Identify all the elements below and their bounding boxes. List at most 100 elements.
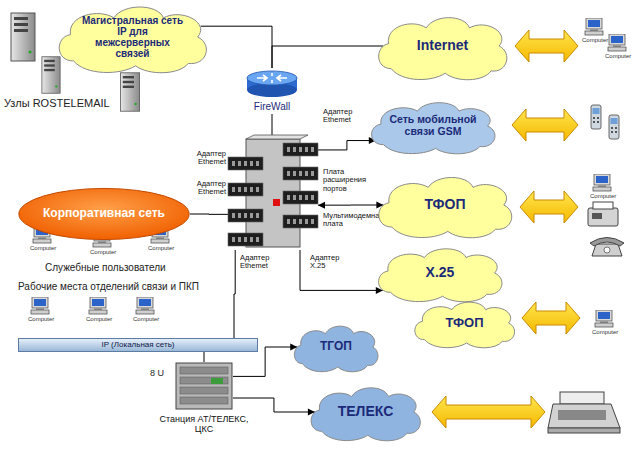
card-port	[305, 147, 308, 152]
card-port	[311, 219, 314, 224]
adapter-card	[228, 157, 263, 170]
router-top	[247, 71, 297, 85]
card-port	[244, 237, 247, 242]
card-port	[305, 171, 308, 176]
connector	[300, 250, 383, 294]
tgop-cloud: ТГОП	[292, 322, 380, 372]
card-port	[256, 237, 259, 242]
mobile-phone	[609, 115, 619, 139]
icon-caption: Computer	[133, 316, 159, 323]
adapter-card	[228, 209, 263, 222]
station-cabinet	[175, 362, 233, 410]
adapter-card	[283, 215, 318, 228]
text-frame: Корпоративная сеть	[18, 188, 190, 240]
telex-station: Станция АТ/ТЕЛЕКС, ЦКС	[175, 362, 233, 410]
cabinet-body	[176, 363, 232, 409]
card-port	[244, 213, 247, 218]
cabinet-slot	[180, 377, 228, 384]
connector-line	[318, 205, 383, 206]
node-label: Магистральная сеть IP для межсерверных с…	[80, 15, 185, 60]
card-port	[256, 161, 259, 166]
adapter-label: Адаптер Ethemet	[323, 108, 371, 125]
adapter-card	[228, 183, 263, 196]
server-tower	[120, 73, 139, 111]
card-port	[299, 219, 302, 224]
icon-caption: Computer	[605, 53, 631, 60]
connector	[234, 250, 235, 338]
chassis-top	[246, 135, 308, 139]
pstn-cloud: ТФОП	[412, 298, 517, 348]
node-label: IP (Локальная сеть)	[101, 341, 174, 350]
text-frame: ТГОП	[292, 322, 380, 372]
adapter-label: Адаптер Ethemet	[240, 254, 290, 271]
adapter-label: Адаптер X.25	[310, 254, 352, 271]
icon-caption: 8 U	[150, 368, 164, 378]
icon-caption: Computer	[28, 316, 54, 323]
node-label: ТФОП	[432, 316, 497, 331]
icon-caption: Computer	[30, 245, 56, 252]
arrowhead	[318, 202, 325, 209]
card-port	[232, 237, 235, 242]
cabinet-slot	[180, 367, 228, 374]
group-caption: Узлы ROSTELEMAIL	[4, 97, 110, 109]
fax-icon	[588, 202, 618, 226]
adapter-card	[228, 233, 263, 246]
corporate-network: Корпоративная сеть	[18, 188, 190, 240]
connector-line	[300, 250, 383, 290]
card-port	[244, 161, 247, 166]
text-frame: Сеть мобильной связи GSM	[368, 98, 498, 154]
connector	[272, 114, 273, 135]
mail-server: Адаптер EthemetАдаптер EthemetАдаптер Et…	[228, 135, 318, 250]
cloud-outline	[379, 18, 507, 80]
text-frame: ТФОП	[412, 298, 517, 348]
telephone-icon	[590, 238, 624, 257]
icon-caption: Computer	[582, 37, 608, 44]
node-label: Корпоративная сеть	[35, 207, 173, 220]
router-arrows	[257, 73, 287, 83]
adapter-label: Адаптер Ethemet	[183, 150, 226, 167]
internet-cloud: Internet	[375, 12, 510, 80]
connector-line	[272, 46, 383, 68]
gsm-cloud: Сеть мобильной связи GSM	[368, 98, 498, 154]
node-label: Internet	[401, 38, 485, 54]
adapter-label: Мультимодемная плата	[323, 212, 385, 229]
card-port	[287, 147, 290, 152]
cloud-outline	[294, 326, 378, 372]
card-port	[232, 213, 235, 218]
cloud-outline	[59, 7, 206, 73]
card-port	[238, 161, 241, 166]
card-port	[311, 171, 314, 176]
ip-backbone-cloud: Магистральная сеть IP для межсерверных с…	[55, 1, 210, 73]
card-port	[293, 171, 296, 176]
card-port	[305, 219, 308, 224]
lan-bus: IP (Локальная сеть)	[18, 338, 258, 352]
connector-line	[272, 114, 273, 135]
card-port	[311, 195, 314, 200]
cloud-outline	[379, 249, 502, 302]
node-label: ТЕЛЕКС	[329, 404, 403, 420]
card-port	[238, 187, 241, 192]
icon-caption: Computer	[590, 193, 616, 200]
connector	[318, 137, 376, 150]
card-port	[299, 171, 302, 176]
card-port	[232, 161, 235, 166]
cabinet-slot	[180, 387, 228, 394]
ellipse-outline	[19, 188, 189, 239]
card-port	[299, 195, 302, 200]
text-frame: Internet	[375, 12, 510, 80]
teletype-icon	[548, 392, 620, 433]
x25-cloud: X.25	[375, 244, 505, 302]
node-label: FireWall	[254, 101, 290, 112]
node-label: Сеть мобильной связи GSM	[384, 114, 483, 138]
node-label: ТФОП	[403, 197, 487, 213]
card-port	[250, 161, 253, 166]
connector-line	[204, 352, 205, 362]
text-frame: X.25	[375, 244, 505, 302]
card-port	[293, 219, 296, 224]
group-caption: Рабочие места отделений связи и ПКП	[18, 281, 199, 292]
icon-caption: Computer	[148, 245, 174, 252]
status-light	[273, 199, 280, 206]
connector-line	[233, 398, 315, 412]
router-icon	[243, 68, 301, 100]
